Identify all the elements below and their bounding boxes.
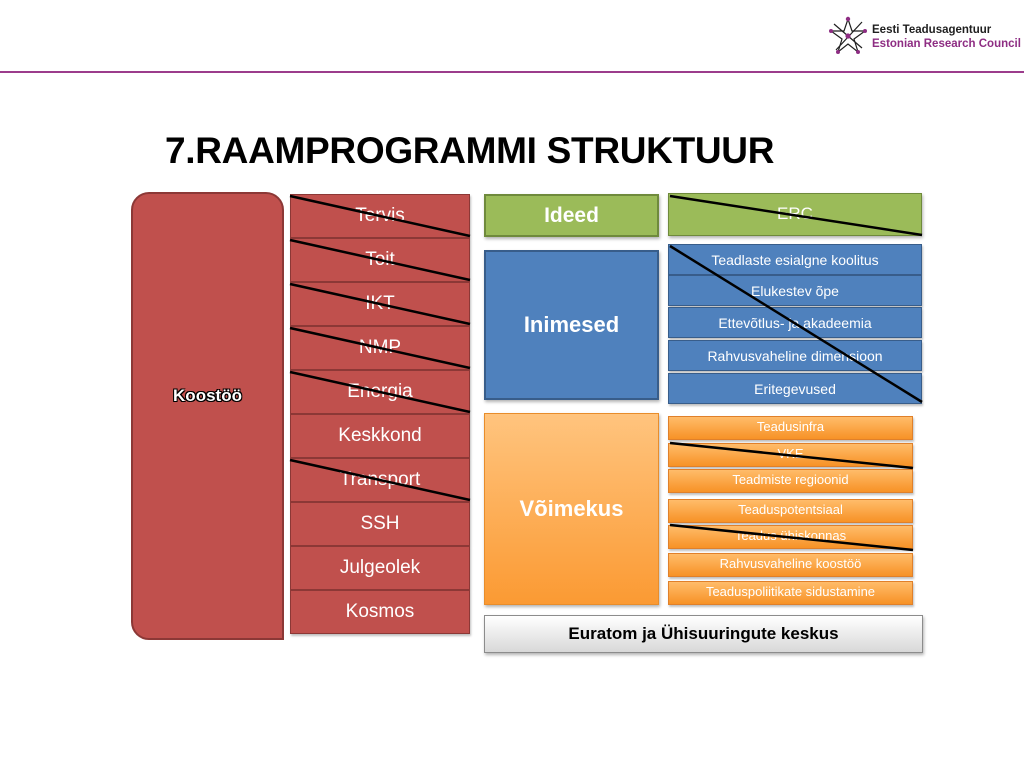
theme-item: Toit [290,238,470,282]
voimekus-item: Teadusinfra [668,416,913,440]
theme-label: Keskkond [338,425,422,446]
voimekus-item: Teadmiste regioonid [668,469,913,493]
inimesed-item: Rahvusvaheline dimensioon [668,340,922,371]
inimesed-label: Inimesed [523,312,620,337]
theme-item: Tervis [290,194,470,238]
theme-label: Transport [339,469,421,490]
inimesed-item: Eritegevused [668,373,922,404]
theme-label: Toit [365,249,395,270]
koostoo-label: Koostöö [173,386,242,405]
voimekus-item: Rahvusvaheline koostöö [668,553,913,577]
page-title: 7.RAAMPROGRAMMI STRUKTUUR [165,130,775,171]
voimekus-item-label: Teaduspotentsiaal [738,502,843,517]
inimesed-item: Teadlaste esialgne koolitus [668,244,922,275]
voimekus-item: VKE [668,443,913,467]
voimekus-item: Teaduspotentsiaal [668,499,913,523]
voimekus-box: Võimekus [484,413,659,605]
euratom-box: Euratom ja Ühisuuringute keskus [484,615,923,653]
theme-item: IKT [290,282,470,326]
ideed-box: Ideed [484,194,659,237]
voimekus-item-label: Teadusinfra [756,419,825,434]
voimekus-item: Teadus ühiskonnas [668,525,913,549]
theme-label: NMP [358,337,402,358]
voimekus-item-label: Teaduspoliitikate sidustamine [705,584,876,599]
voimekus-item-label: VKE [777,446,804,461]
theme-item: NMP [290,326,470,370]
inimesed-item-label: Ettevõtlus- ja akadeemia [718,314,872,331]
theme-label: Energia [347,381,413,402]
koostoo-block: Koostöö [131,192,284,640]
logo-text-primary: Eesti Teadusagentuur [872,24,992,36]
ideed-label: Ideed [544,203,599,227]
voimekus-item-label: Teadus ühiskonnas [734,528,847,543]
inimesed-item: Ettevõtlus- ja akadeemia [668,307,922,338]
theme-label: Tervis [355,205,405,226]
theme-label: IKT [365,293,395,314]
theme-item: Energia [290,370,470,414]
inimesed-item-label: Rahvusvaheline dimensioon [707,347,883,364]
theme-item: Transport [290,458,470,502]
theme-item: Keskkond [290,414,470,458]
erc-box: ERC [668,193,922,236]
voimekus-label: Võimekus [519,496,624,521]
inimesed-item-label: Teadlaste esialgne koolitus [711,251,879,268]
theme-item: SSH [290,502,470,546]
euratom-label: Euratom ja Ühisuuringute keskus [568,624,839,643]
voimekus-item: Teaduspoliitikate sidustamine [668,581,913,605]
inimesed-item-label: Eritegevused [754,380,836,397]
voimekus-item-label: Teadmiste regioonid [732,472,849,487]
theme-item: Kosmos [290,590,470,634]
header-divider [0,71,1024,73]
inimesed-item-label: Elukestev õpe [751,282,839,299]
voimekus-item-label: Rahvusvaheline koostöö [719,556,862,571]
theme-label: Julgeolek [339,557,421,578]
inimesed-item: Elukestev õpe [668,275,922,306]
logo: Eesti Teadusagentuur Estonian Research C… [828,16,1021,56]
theme-label: Kosmos [345,601,415,622]
inimesed-box: Inimesed [484,250,659,400]
logo-text-secondary: Estonian Research Council [872,38,1021,50]
star-network-icon [829,16,867,54]
erc-label: ERC [777,204,813,223]
theme-label: SSH [360,513,400,534]
theme-item: Julgeolek [290,546,470,590]
